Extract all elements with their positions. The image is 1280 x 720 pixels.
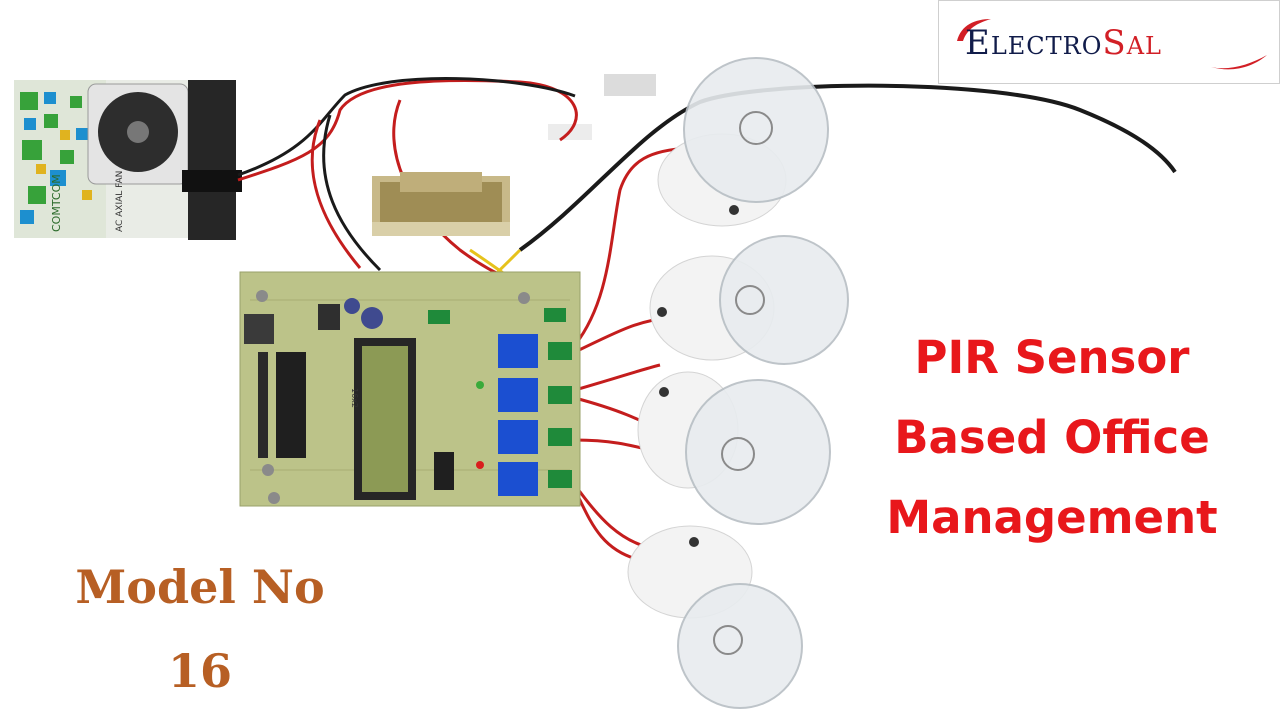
ic-chip [434,452,454,490]
logo-text-start: Electro [965,23,1103,63]
logo-swoosh-icon [957,19,991,41]
bulb-2 [649,235,849,365]
fan-box [14,80,242,240]
brand-logo: ElectroSal [938,0,1280,84]
sticker [604,74,656,96]
lcd-label: 16x2 [350,388,359,408]
logo-text-end: Sal [1102,23,1162,63]
fan-box-brand: COMTCOM [50,174,63,232]
fan-box-label: AC AXIAL FAN [115,171,125,232]
model-line-1: Model No [75,560,325,614]
model-number: Model No 16 [40,545,360,713]
bulb-4 [627,525,803,709]
led-green [476,381,484,389]
model-line-2: 16 [167,644,232,698]
lcd-screen [362,346,408,492]
logo-underline-swoosh-icon [1211,55,1267,70]
title-line-3: Management [886,491,1218,544]
microcontroller-chip [276,352,306,458]
capacitor [361,307,383,329]
bulb-1 [657,57,829,227]
project-title: PIR Sensor Based Office Management [838,318,1266,558]
regulator [318,304,340,330]
terminal-blocks [428,308,572,488]
transformer [372,172,510,236]
pcb-board: 16x2 [239,271,581,507]
led-red [476,461,484,469]
logo-text: ElectroSal [965,23,1162,63]
bulb-3 [637,371,831,525]
relays [498,334,538,496]
title-line-2: Based Office [894,411,1210,464]
push-button [244,314,274,344]
title-line-1: PIR Sensor [914,331,1190,384]
capacitor [344,298,360,314]
